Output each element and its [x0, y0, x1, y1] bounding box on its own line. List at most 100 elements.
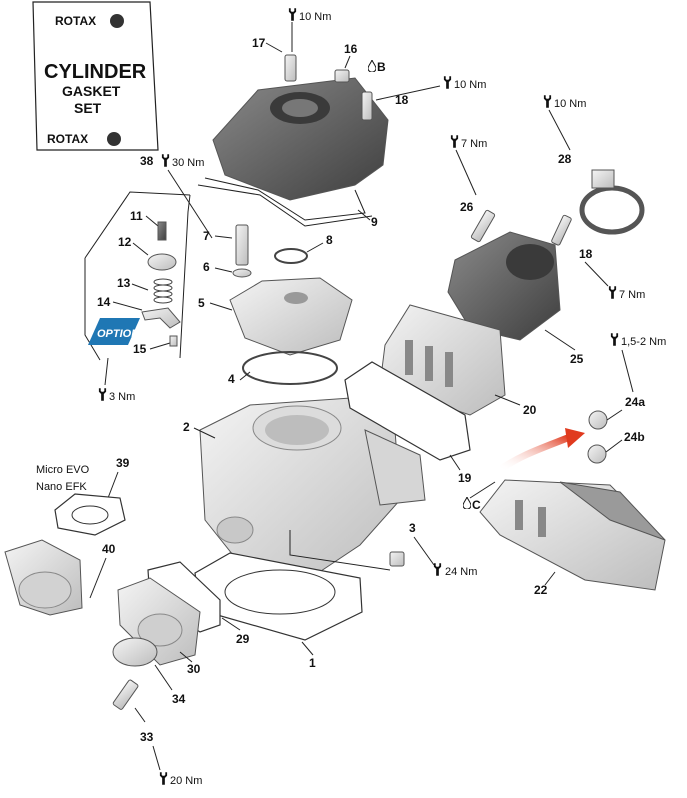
- label-15: 15: [133, 342, 147, 356]
- kit-title-line2: GASKET: [62, 83, 121, 99]
- label-9: 9: [371, 215, 378, 229]
- washer-6: [232, 268, 252, 278]
- label-6: 6: [203, 260, 210, 274]
- rotax-logo-icon: [110, 14, 124, 28]
- screw-24a: [588, 410, 608, 430]
- part-11: [157, 221, 167, 241]
- bolt-17: [284, 54, 297, 82]
- part-12: [147, 253, 177, 271]
- rotax-logo-icon: [107, 132, 121, 146]
- torque-wrench-icon: [433, 563, 442, 576]
- screw-24b: [587, 444, 607, 464]
- label-2: 2: [183, 420, 190, 434]
- label-24a: 24a: [625, 395, 645, 409]
- option-badge: OPTION: [88, 318, 140, 345]
- bolt-33: [112, 679, 139, 710]
- torque-wrench-icon: [159, 772, 168, 785]
- kit-title-line3: SET: [74, 100, 102, 116]
- torque-wrench-icon: [98, 388, 107, 401]
- seal-B: B: [377, 60, 386, 74]
- label-5: 5: [198, 296, 205, 310]
- label-11: 11: [130, 209, 143, 223]
- bolt-26: [470, 209, 496, 243]
- nut-3: [389, 551, 405, 567]
- torque-wrench-icon: [288, 8, 297, 21]
- intake-manifold-25: [447, 231, 561, 341]
- label-14: 14: [97, 295, 111, 309]
- kit-brand-top: ROTAX: [55, 14, 96, 28]
- option-kit-box: [84, 191, 191, 361]
- label-38: 38: [140, 154, 154, 168]
- base-gasket-1: [194, 552, 363, 641]
- torque-18-top: 10 Nm: [454, 79, 486, 91]
- torque-wrench-icon: [161, 154, 170, 167]
- torque-wrench-icon: [443, 76, 452, 89]
- sealant-drop-icon: [368, 60, 376, 72]
- label-39: 39: [116, 456, 130, 470]
- bolt-7: [235, 224, 249, 266]
- label-25: 25: [570, 352, 584, 366]
- label-19: 19: [458, 471, 472, 485]
- label-12: 12: [118, 235, 132, 249]
- gasket-kit-card: ROTAX CYLINDER GASKET SET ROTAX: [32, 1, 159, 151]
- torque-26: 7 Nm: [461, 138, 487, 150]
- label-33: 33: [140, 730, 154, 744]
- label-17: 17: [252, 36, 266, 50]
- part-15: [169, 335, 178, 347]
- part-14: [141, 307, 181, 329]
- label-28: 28: [558, 152, 572, 166]
- label-18-top: 18: [395, 93, 409, 107]
- torque-wrench-icon: [543, 95, 552, 108]
- variant-note-line2: Nano EFK: [36, 481, 87, 493]
- spring-13: [153, 278, 173, 304]
- clamp-28: [579, 185, 645, 235]
- label-18-right: 18: [579, 247, 593, 261]
- label-1: 1: [309, 656, 316, 670]
- exhaust-gasket-39: [54, 493, 126, 536]
- cylinder-head-5: [229, 277, 353, 356]
- label-20: 20: [523, 403, 537, 417]
- label-24b: 24b: [624, 430, 645, 444]
- label-30: 30: [187, 662, 201, 676]
- cylinder-2: [199, 396, 426, 586]
- label-8: 8: [326, 233, 333, 247]
- torque-wrench-icon: [608, 286, 617, 299]
- bolt-18-right: [551, 214, 572, 246]
- torque-33: 20 Nm: [170, 775, 202, 787]
- head-cover-part: [212, 77, 389, 201]
- label-29: 29: [236, 632, 250, 646]
- torque-18-right: 7 Nm: [619, 289, 645, 301]
- label-4: 4: [228, 372, 235, 386]
- torque-wrench-icon: [450, 135, 459, 148]
- reed-gasket-19: [344, 361, 471, 461]
- option-badge-text: OPTION: [97, 328, 140, 340]
- oring-4: [242, 351, 338, 385]
- label-26: 26: [460, 200, 474, 214]
- torque-24: 1,5-2 Nm: [621, 336, 666, 348]
- label-7: 7: [203, 229, 210, 243]
- red-arrow: [497, 433, 572, 473]
- torque-wrench-icon: [610, 333, 619, 346]
- kit-brand-bottom: ROTAX: [47, 132, 88, 146]
- torque-38: 30 Nm: [172, 157, 204, 169]
- label-16: 16: [344, 42, 358, 56]
- sealant-drop-icon: [463, 497, 471, 509]
- gasket-9-outline: [204, 177, 366, 221]
- label-22: 22: [534, 583, 548, 597]
- label-34: 34: [172, 692, 186, 706]
- torque-3: 24 Nm: [445, 566, 477, 578]
- label-13: 13: [117, 276, 131, 290]
- reed-assembly-22: [479, 479, 666, 591]
- oring-8: [274, 248, 308, 264]
- kit-title-line1: CYLINDER: [44, 61, 147, 83]
- torque-28: 10 Nm: [554, 98, 586, 110]
- nut-16: [334, 69, 350, 83]
- seal-C: C: [472, 498, 481, 512]
- bolt-18-top: [361, 91, 373, 121]
- torque-17: 10 Nm: [299, 11, 331, 23]
- variant-note-line1: Micro EVO: [36, 464, 90, 476]
- exhaust-flange-40: [4, 539, 83, 616]
- label-40: 40: [102, 542, 116, 556]
- label-3: 3: [409, 521, 416, 535]
